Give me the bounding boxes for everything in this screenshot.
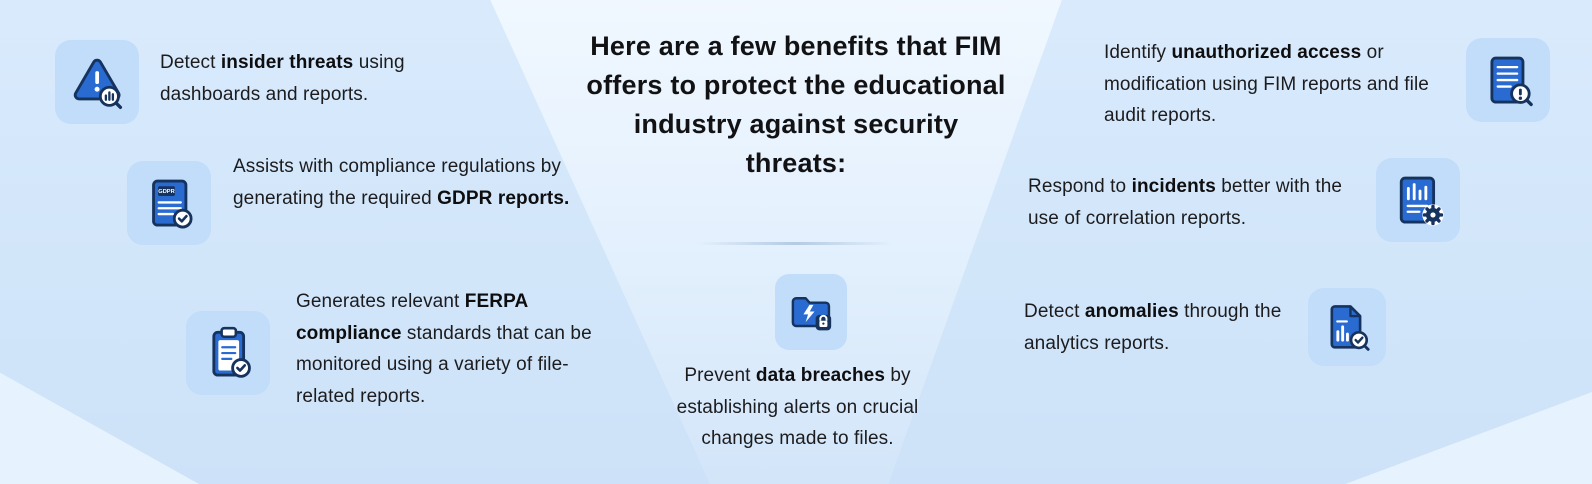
folder-lock-icon-tile [775, 274, 847, 350]
analytics-report-icon [1330, 305, 1370, 351]
page-title: Here are a few benefits that FIM offers … [586, 31, 1006, 178]
benefit-text-ferpa: Generates relevant FERPA compliance stan… [296, 291, 592, 407]
file-audit-search-icon [1490, 56, 1533, 107]
heading-divider [697, 242, 893, 245]
folder-lock-icon [792, 296, 832, 331]
gdpr-report-icon-tile: GDPR [127, 161, 211, 245]
gdpr-label: GDPR [158, 189, 174, 195]
insider-threat-icon-tile [55, 40, 139, 124]
benefit-text-anomalies: Detect anomalies through the analytics r… [1024, 301, 1282, 354]
analytics-report-icon-tile [1308, 288, 1386, 366]
correlation-report-gear-icon [1399, 176, 1444, 226]
ferpa-clipboard-icon-tile [186, 311, 270, 395]
ferpa-clipboard-icon [212, 326, 251, 378]
gdpr-report-icon: GDPR [152, 179, 193, 229]
benefit-text-unauthorized-access: Identify unauthorized access or modifica… [1104, 42, 1429, 126]
benefit-text-incidents: Respond to incidents better with the use… [1028, 176, 1343, 229]
correlation-report-icon-tile [1376, 158, 1460, 242]
file-audit-icon-tile [1466, 38, 1550, 122]
benefit-text-data-breaches: Prevent data breaches by establishing al… [676, 365, 919, 449]
benefit-text-gdpr: Assists with compliance regulations by g… [233, 156, 570, 209]
benefit-text-insider-threats: Detect insider threats using dashboards … [160, 52, 405, 105]
insider-threat-alert-icon [73, 58, 122, 109]
